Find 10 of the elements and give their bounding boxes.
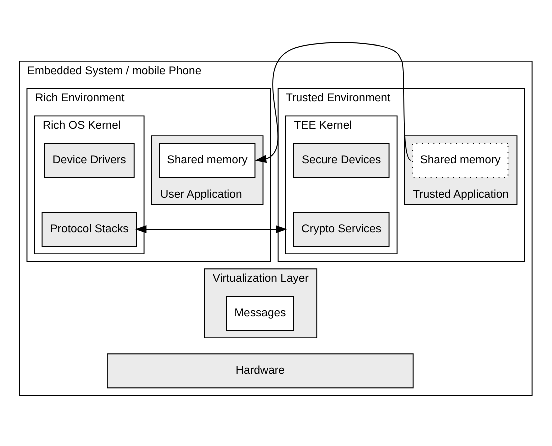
node-box: Shared memory [159, 143, 256, 178]
node-box: Messages [226, 296, 294, 331]
node-box: Device Drivers [44, 143, 135, 178]
arrow [255, 42, 412, 164]
node-box: Hardware [107, 354, 414, 389]
node-box: Crypto Services [293, 212, 390, 247]
node-box: Shared memory [412, 143, 509, 178]
node-box: Secure Devices [293, 143, 390, 178]
arrow [135, 226, 288, 234]
node-box: Protocol Stacks [42, 212, 138, 247]
